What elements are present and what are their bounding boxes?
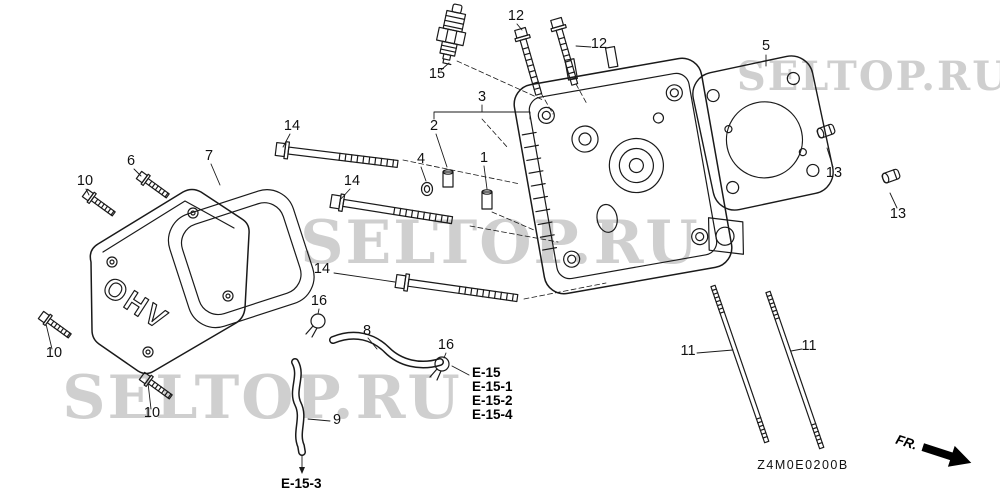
bolt-10-a-drawing	[80, 187, 118, 220]
tube-8-drawing	[329, 331, 444, 369]
clip-16-b-drawing	[429, 356, 450, 381]
ref-link-e15-4[interactable]: E-15-4	[472, 407, 513, 422]
part-4-oring-drawing	[420, 181, 434, 197]
part-label-8[interactable]: 8	[363, 323, 371, 339]
ref-link-e15[interactable]: E-15	[472, 365, 501, 380]
part-label-10-a[interactable]: 10	[77, 173, 93, 189]
ref-link-e15-3[interactable]: E-15-3	[281, 476, 322, 491]
ref-link-e15-2[interactable]: E-15-2	[472, 393, 513, 408]
valve-cover-drawing: OHV	[89, 188, 250, 375]
stud-bolt-11-a-drawing	[710, 284, 770, 444]
fr-direction-indicator: FR.	[894, 432, 972, 467]
stud-bolt-11-b-drawing	[765, 290, 825, 450]
watermark-top-right: SELTOP.RU	[737, 53, 1000, 100]
part-label-10-b[interactable]: 10	[46, 345, 62, 361]
part-2-cylinder-drawing	[442, 169, 454, 188]
bolt-10-b-drawing	[36, 309, 74, 342]
flange-bolt-12-a-drawing	[512, 26, 547, 98]
part-label-10-c[interactable]: 10	[144, 405, 160, 421]
part-label-13-a[interactable]: 13	[826, 165, 842, 181]
part-label-16-a[interactable]: 16	[311, 293, 327, 309]
part-label-14-a[interactable]: 14	[284, 118, 300, 134]
part-label-12-b[interactable]: 12	[591, 36, 607, 52]
part-label-11-b[interactable]: 11	[801, 338, 816, 354]
tube-9-drawing	[291, 358, 306, 456]
watermark-center: SELTOP.RU	[300, 208, 700, 278]
assembly-dashed-lines	[402, 60, 607, 300]
ref-link-e15-1[interactable]: E-15-1	[472, 379, 513, 394]
part-label-3[interactable]: 3	[478, 89, 486, 105]
head-gasket-drawing	[692, 55, 834, 211]
dowel-pin-13-a-drawing	[815, 122, 837, 140]
part-label-5[interactable]: 5	[762, 38, 770, 54]
reference-code-block: E-15 E-15-1 E-15-2 E-15-4 E-15-3	[281, 365, 513, 491]
part-label-14-b[interactable]: 14	[344, 173, 360, 189]
part-label-12-a[interactable]: 12	[508, 8, 524, 24]
leader-lines	[45, 23, 898, 474]
part-label-15[interactable]: 15	[429, 66, 445, 82]
cover-gasket-drawing	[167, 189, 315, 329]
diagram-code: Z4M0E0200B	[757, 458, 848, 472]
valve-cover-ohv-text: OHV	[97, 271, 175, 337]
part-label-1[interactable]: 1	[480, 150, 488, 166]
watermark-bottom-left: SELTOP.RU	[62, 363, 462, 433]
part-1-cylinder-drawing	[481, 189, 493, 210]
cylinder-head-drawing	[513, 45, 745, 295]
part-label-11-a[interactable]: 11	[680, 343, 695, 359]
part-label-2[interactable]: 2	[430, 118, 438, 134]
part-label-9[interactable]: 9	[333, 412, 341, 428]
part-label-13-b[interactable]: 13	[890, 206, 906, 222]
fr-arrow-icon	[921, 443, 972, 467]
spark-plug-drawing	[435, 3, 467, 66]
part-label-16-b[interactable]: 16	[438, 337, 454, 353]
part-label-14-c[interactable]: 14	[314, 261, 330, 277]
dowel-pin-13-b-drawing	[880, 167, 902, 185]
clip-16-a-drawing	[305, 313, 326, 338]
fr-label: FR.	[894, 432, 919, 453]
flange-bolt-14-a-drawing	[274, 139, 400, 173]
part-label-4[interactable]: 4	[417, 151, 425, 167]
bolt-6-drawing	[134, 169, 172, 202]
part-label-7[interactable]: 7	[205, 148, 213, 164]
part-label-6[interactable]: 6	[127, 153, 135, 169]
